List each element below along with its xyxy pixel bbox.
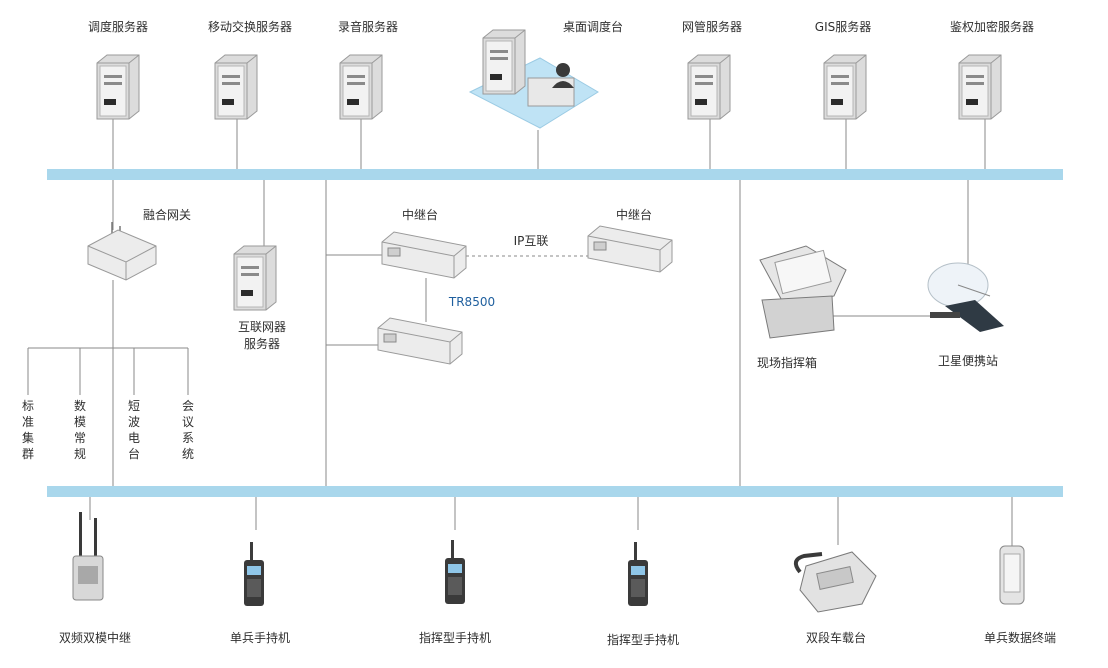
dual-mode-repeater-label: 双频双模中继 [58, 631, 132, 645]
auth-server-icon [958, 54, 1002, 120]
field-box-label: 现场指挥箱 [756, 356, 818, 370]
branch-digital-analog: 数模常规 [73, 399, 86, 461]
network-mgmt-server-icon [687, 54, 731, 120]
gis-server-icon [823, 54, 867, 120]
vehicle-radio-icon [793, 551, 877, 613]
gateway-label: 融合网关 [142, 208, 192, 222]
handheld-radio-icon [244, 542, 264, 606]
mobile-switch-server-icon [214, 54, 258, 120]
data-terminal-icon [999, 545, 1025, 605]
desk-console-icon [468, 29, 599, 129]
repeater-left-icon [381, 231, 467, 279]
command-radio-2-label: 指挥型手持机 [606, 633, 680, 647]
desk-console-label: 桌面调度台 [562, 20, 624, 34]
top-connectors [112, 118, 986, 169]
interconnect-server-label-1: 互联网器 [237, 320, 287, 334]
network-mgmt-server-label: 网管服务器 [681, 20, 743, 34]
handheld-radio-label: 单兵手持机 [229, 631, 291, 645]
dispatch-server-label: 调度服务器 [87, 20, 149, 34]
middle-connectors [27, 180, 969, 486]
branch-shortwave: 短波电台 [127, 399, 140, 461]
dual-mode-repeater-icon [72, 512, 104, 601]
command-radio-1-icon [445, 540, 465, 604]
repeater-left-label: 中继台 [401, 208, 439, 222]
dispatch-server-icon [96, 54, 140, 120]
top-bus [47, 169, 1063, 180]
interconnect-server-label-2: 服务器 [243, 337, 281, 351]
auth-server-label: 鉴权加密服务器 [949, 20, 1035, 34]
repeater-right-icon [587, 225, 673, 273]
vehicle-radio-label: 双段车载台 [805, 631, 867, 645]
recording-server-label: 录音服务器 [337, 20, 399, 34]
bottom-bus [47, 486, 1063, 497]
model-label: TR8500 [448, 295, 496, 309]
command-radio-2-icon [628, 542, 648, 606]
command-radio-1-label: 指挥型手持机 [418, 631, 492, 645]
field-command-box-icon [759, 245, 847, 339]
interconnect-server-icon [233, 245, 277, 311]
data-terminal-label: 单兵数据终端 [983, 631, 1057, 645]
fusion-gateway-icon [87, 222, 157, 281]
branch-standard-trunking: 标准集群 [21, 399, 34, 461]
recording-server-icon [339, 54, 383, 120]
satellite-station-icon [927, 262, 1004, 332]
mobile-switch-server-label: 移动交换服务器 [207, 20, 293, 34]
satellite-label: 卫星便携站 [937, 354, 999, 368]
repeater-right-label: 中继台 [615, 208, 653, 222]
gis-server-label: GIS服务器 [814, 20, 872, 34]
branch-conference: 会议系统 [181, 399, 194, 461]
ip-link-label: IP互联 [513, 234, 549, 248]
repeater-bottom-icon [377, 317, 463, 365]
bottom-connectors [89, 497, 1013, 548]
